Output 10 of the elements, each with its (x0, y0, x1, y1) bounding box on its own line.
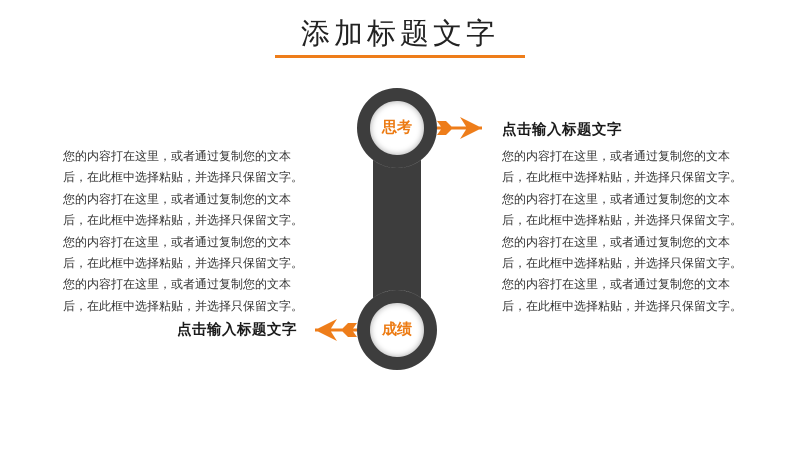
body-text: 您的内容打在这里，或者通过复制您的文本后，在此框中选择粘贴，并选择只保留文字。您的内容打在这里，或者通过复制您的文本后，在此框中选择粘贴，并选择只保留文字。您的内容打在这里，或者通过复制您的文本后，在此框中选择粘贴，并选择只保留文字。您的内容打在这里，或者通过复制您的文本后，在此框中选择粘贴，并选择只保留文字。 (63, 148, 304, 315)
title-text: 添加标题文字 (301, 17, 499, 52)
body-text: 您的内容打在这里，或者通过复制您的文本后，在此框中选择粘贴，并选择只保留文字。您的内容打在这里，或者通过复制您的文本后，在此框中选择粘贴，并选择只保留文字。您的内容打在这里，或者通过复制您的文本后，在此框中选择粘贴，并选择只保留文字。您的内容打在这里，或者通过复制您的文本后，在此框中选择粘贴，并选择只保留文字。 (502, 148, 743, 315)
node-label: 成绩 (382, 321, 412, 339)
arrow (315, 319, 357, 341)
heading-text: 点击输入标题文字 (177, 320, 297, 340)
heading-text: 点击输入标题文字 (502, 120, 622, 140)
connector-bar (373, 160, 421, 298)
arrow (437, 117, 482, 139)
node-label: 思考 (382, 119, 412, 137)
